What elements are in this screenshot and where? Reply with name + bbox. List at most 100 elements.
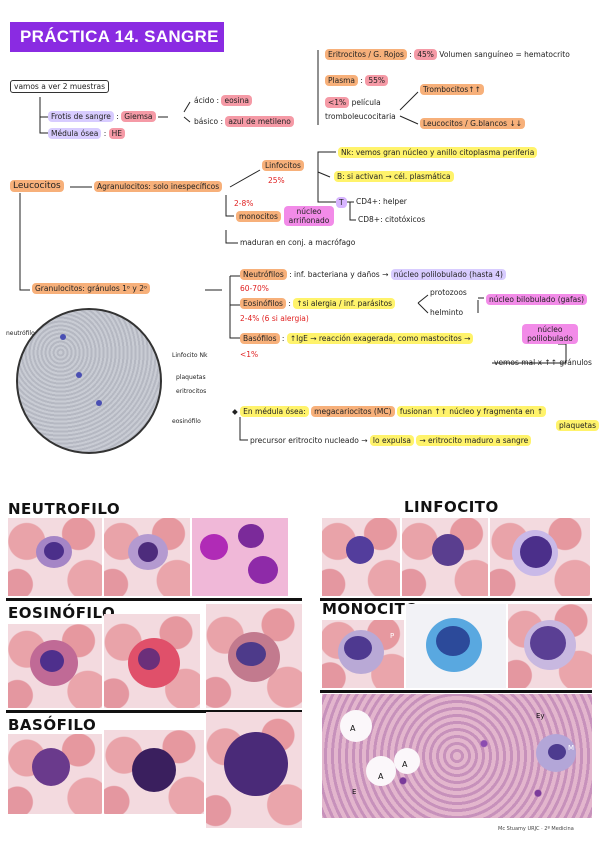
nk-row: Nk: vemos gran núcleo y anillo citoplasm… [338, 147, 538, 158]
he-text: HE [108, 128, 126, 139]
neutro-desc-text: inf. bacteriana y daños → [294, 270, 389, 279]
leucocitos-label: Leucocitos [10, 180, 64, 192]
monocito-photo-1 [322, 620, 404, 688]
azul-text: azul de metileno [225, 116, 294, 127]
section-monocito: MONOCITO [322, 600, 419, 618]
pct25-text: 25% [268, 176, 285, 185]
photo-label-a2: A [378, 772, 384, 781]
basico-text: básico [194, 117, 219, 126]
divider-1 [6, 598, 302, 601]
linfocito-photo-3 [490, 518, 590, 596]
neutrofilos-row: Neutrófilos : inf. bacteriana y daños → … [240, 269, 506, 280]
photo-label-m: M [568, 744, 575, 752]
eosinofilo-photo-2 [104, 614, 200, 708]
monocito-photo-3 [508, 604, 592, 688]
linfocito-photo-2 [402, 518, 488, 596]
trombo-leuco: tromboleucocitaria [325, 112, 396, 121]
photo-label-a1: A [350, 724, 356, 733]
blood-smear-diagram [16, 308, 162, 454]
pelicula-row: <1% película [325, 97, 381, 108]
monocito-photo-2 [406, 604, 506, 688]
medula-lead: En médula ósea: [240, 406, 309, 417]
t-text: T [336, 197, 347, 208]
cd4-text: CD4+: helper [356, 197, 407, 206]
section-neutrofilo: NEUTROFILO [8, 500, 121, 518]
nucleo-polilob-text: núcleo polilobulado (hasta 4) [390, 269, 506, 280]
eosinofilo-photo-1 [8, 624, 102, 708]
basofilos-text: Basófilos [240, 333, 280, 344]
agranulocitos-row: Agranulocitos: solo inespecíficos [94, 181, 223, 192]
helminto-text: helminto [430, 308, 464, 317]
granulocitos-text: Granulocitos: gránulos 1ᵒ y 2ᵒ [32, 283, 151, 294]
medula-expulsa: lo expulsa [369, 435, 414, 446]
eritrocitos-text: Eritrocitos / G. Rojos [325, 49, 407, 60]
protozoos-text: protozoos [430, 288, 467, 297]
label-linfocito-nk: Linfocito Nk [172, 352, 208, 359]
vemos-mal-text: vemos mal x ↑↑ gránulos [494, 358, 592, 367]
neutrofilo-photo-2 [104, 518, 190, 596]
plasma-text: Plasma [325, 75, 359, 86]
pelicula-text: película [351, 98, 381, 107]
eosinophil-dot [96, 400, 102, 406]
b-row: B: si activan → cél. plasmática [334, 171, 454, 182]
photo-label-a3: A [402, 760, 408, 769]
medula-mega: megacariocitos (MC) [311, 406, 395, 417]
basofilos-row: Basófilos : ↑IgE → reacción exagerada, c… [240, 333, 474, 344]
maduran-row: maduran en conj. a macrófago [240, 238, 355, 247]
linfocito-photo-1 [322, 518, 400, 596]
acido-row: ácido : eosina [194, 95, 252, 106]
baso-desc-text: ↑IgE → reacción exagerada, como mastocit… [286, 333, 474, 344]
lymphocyte-dot [76, 372, 82, 378]
pct28-text: 2-8% [234, 199, 254, 208]
medula-precursor: precursor eritrocito nucleado → [250, 436, 368, 445]
nucleo-bilob-text: núcleo bilobulado (gafas) [486, 294, 588, 305]
frotis-text: Frotis de sangre [48, 111, 114, 122]
neutrofilos-text: Neutrófilos [240, 269, 287, 280]
neutrofilo-photo-3 [192, 518, 288, 596]
medula-maduro: → eritrocito maduro a sangre [416, 435, 532, 446]
divider-4 [320, 690, 592, 693]
medula-row: Médula ósea : HE [48, 128, 126, 139]
b-text: B: si activan → cél. plasmática [334, 171, 454, 182]
lt1-text: <1% [325, 97, 350, 108]
acido-text: ácido [194, 96, 215, 105]
page-title: PRÁCTICA 14. SANGRE [10, 22, 224, 52]
frotis-label: Frotis de sangre : Giemsa [48, 111, 156, 122]
eosinofilos-text: Eosinófilos [240, 298, 286, 309]
photo-label-p: P [390, 632, 395, 640]
pct6070-text: 60-70% [240, 284, 269, 293]
photo-label-e: E [352, 788, 357, 796]
nk-text: Nk: vemos gran núcleo y anillo citoplasm… [338, 147, 538, 158]
medula-precursor-row: precursor eritrocito nucleado → lo expul… [250, 435, 532, 446]
leucocitos-blancos-text: Leucocitos / G.blancos ↓↓ [420, 118, 526, 129]
medula-fusionan: fusionan ↑↑ núcleo y fragmenta en ↑ [396, 406, 547, 417]
divider-2 [320, 598, 592, 601]
monocitos-text: monocitos [236, 211, 281, 222]
lt1b-text: <1% [240, 350, 259, 359]
agranulocitos-text: Agranulocitos: solo inespecíficos [94, 181, 223, 192]
eosinofilo-photo-3 [206, 604, 302, 708]
pct55-text: 55% [365, 75, 388, 86]
label-eosinofilo: eosinófilo [172, 418, 201, 425]
nucleo-polilob2-text: núcleo polilobulado [522, 324, 578, 344]
photo-label-ey: Ey [536, 712, 545, 720]
label-plaquetas: plaquetas [176, 374, 206, 381]
cd8-text: CD8+: citotóxicos [358, 215, 426, 224]
neutrofilo-photo-1 [8, 518, 102, 596]
linfocitos-text: Linfocitos [262, 160, 304, 171]
maduran-text: maduran en conj. a macrófago [240, 238, 356, 247]
footer-credit: Mc Stuamy URJC · 2º Medicina [498, 826, 574, 832]
nucleo-arr-text: núcleo arriñonado [284, 206, 334, 226]
basico-row: básico : azul de metileno [194, 116, 294, 127]
granulocitos-row: Granulocitos: gránulos 1ᵒ y 2ᵒ [32, 283, 151, 294]
neutrophil-dot [60, 334, 66, 340]
label-eritrocitos: eritrocitos [176, 388, 207, 395]
pct24-text: 2-4% (6 si alergia) [240, 314, 309, 323]
section-linfocito: LINFOCITO [404, 498, 499, 516]
basofilo-photo-1 [8, 734, 102, 814]
eosinofilos-row: Eosinófilos : ↑si alergia / inf. parásit… [240, 298, 396, 309]
eosino-desc-text: ↑si alergia / inf. parásitos [293, 298, 396, 309]
medula-note-row: ◆ En médula ósea: megacariocitos (MC) fu… [232, 406, 547, 417]
giemsa-text: Giemsa [121, 111, 156, 122]
